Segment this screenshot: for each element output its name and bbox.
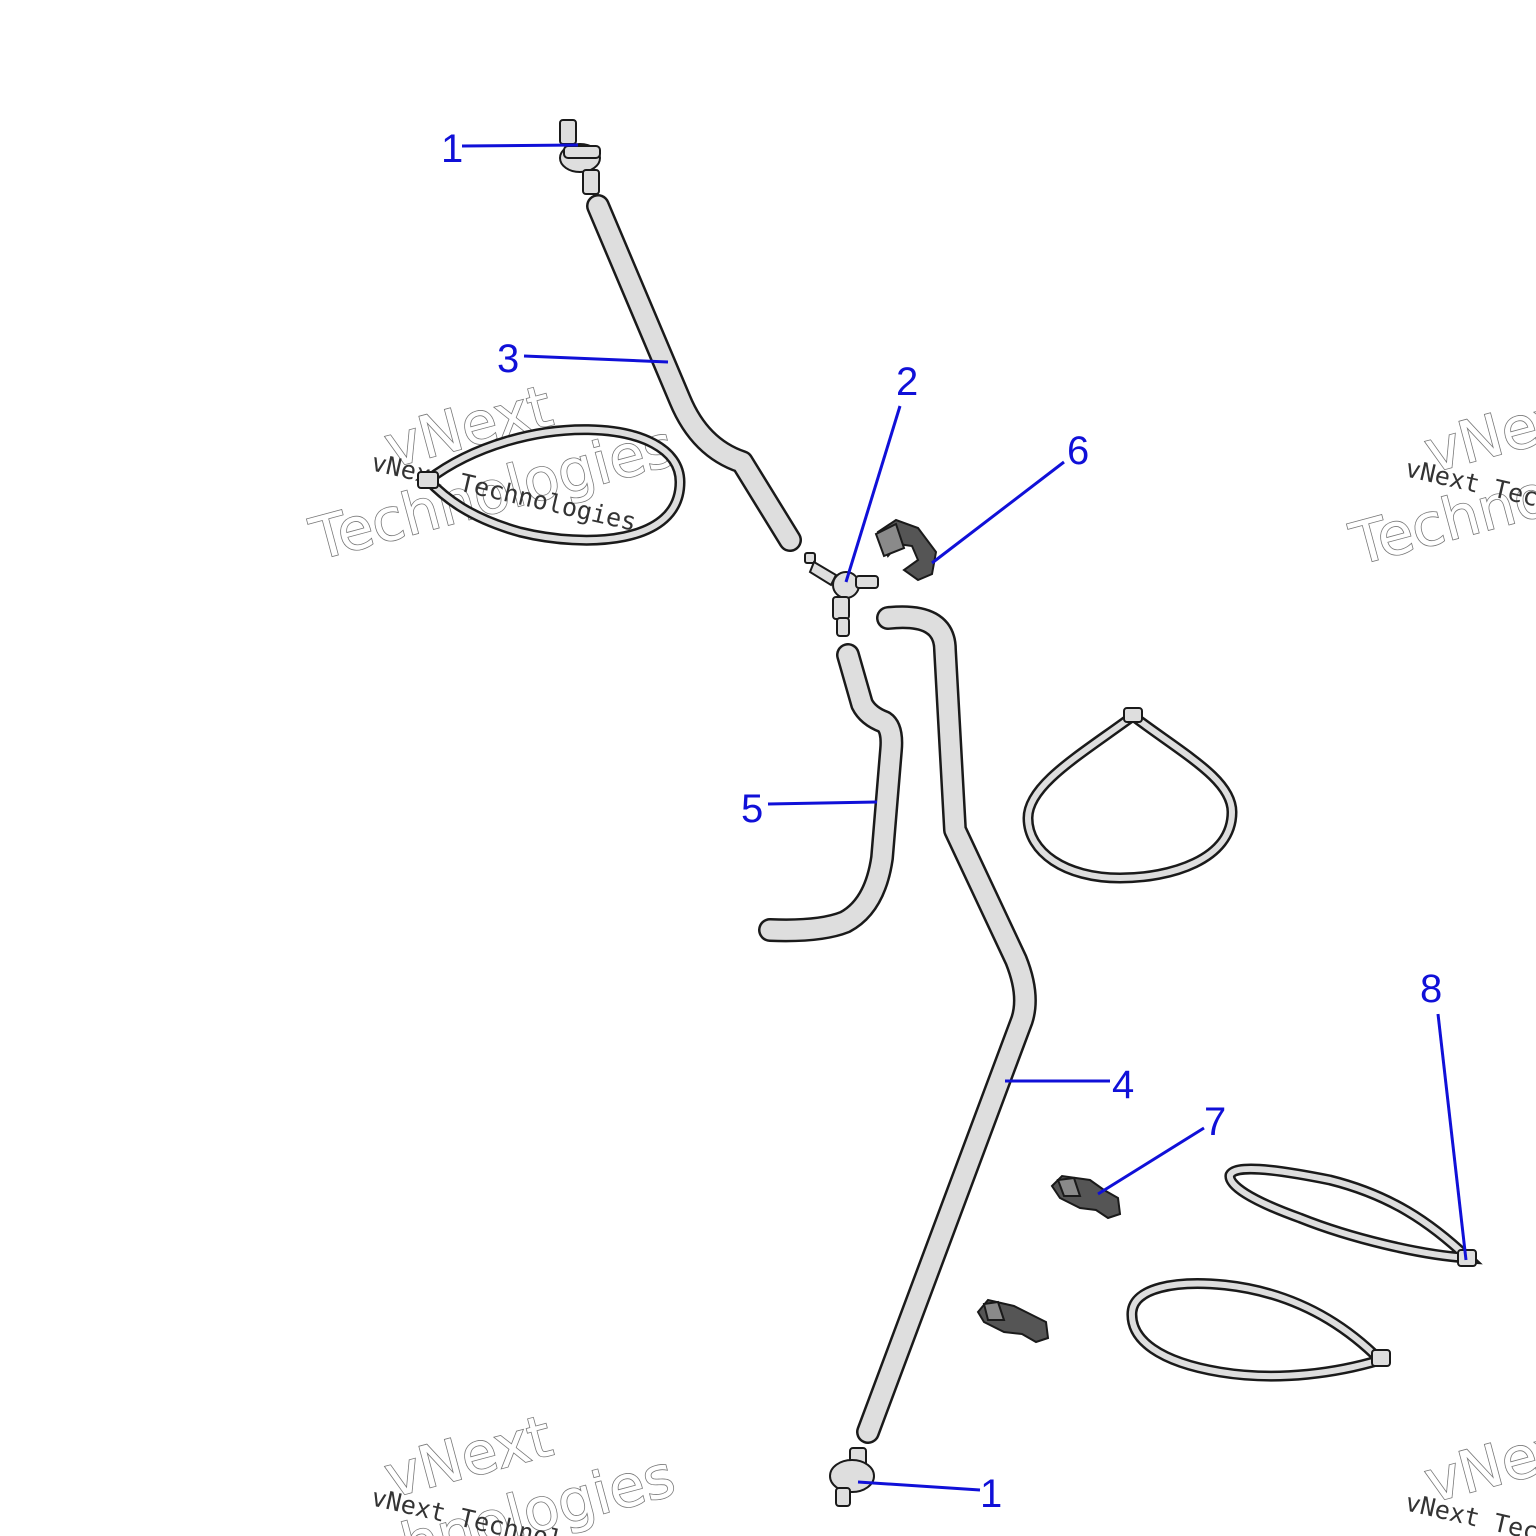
push-clip-lower — [976, 1298, 1050, 1344]
callout-leaders — [461, 143, 1468, 1492]
hose-clamp — [874, 518, 938, 582]
callout-2: 2 — [896, 360, 918, 404]
leader-8 — [1436, 1013, 1468, 1261]
leader-1-bottom — [857, 1480, 981, 1492]
callout-1-top: 1 — [441, 127, 463, 171]
cable-strap-teardrop — [1022, 707, 1238, 884]
leader-1-top — [461, 143, 579, 148]
leader-3 — [523, 354, 669, 364]
callout-6: 6 — [1067, 429, 1089, 473]
short-hose — [758, 643, 904, 943]
upper-hose — [586, 194, 802, 552]
check-valve-top — [559, 119, 601, 195]
callout-1-bottom: 1 — [980, 1472, 1002, 1516]
callout-4: 4 — [1112, 1063, 1134, 1107]
leader-2 — [844, 405, 902, 583]
cable-strap-left — [417, 424, 686, 546]
callout-5: 5 — [741, 787, 763, 831]
push-clip-upper — [1050, 1174, 1122, 1220]
cable-strap-lower-right — [1126, 1278, 1391, 1382]
long-hose — [856, 605, 1037, 1444]
cable-strap-upper-right — [1224, 1163, 1483, 1267]
callout-7: 7 — [1204, 1100, 1226, 1144]
check-valve-bottom — [829, 1447, 875, 1507]
tee-fitting — [804, 552, 879, 637]
leader-7 — [1097, 1126, 1205, 1196]
callout-3: 3 — [497, 337, 519, 381]
leader-6 — [931, 460, 1065, 565]
callout-8: 8 — [1420, 967, 1442, 1011]
leader-5 — [767, 800, 878, 806]
